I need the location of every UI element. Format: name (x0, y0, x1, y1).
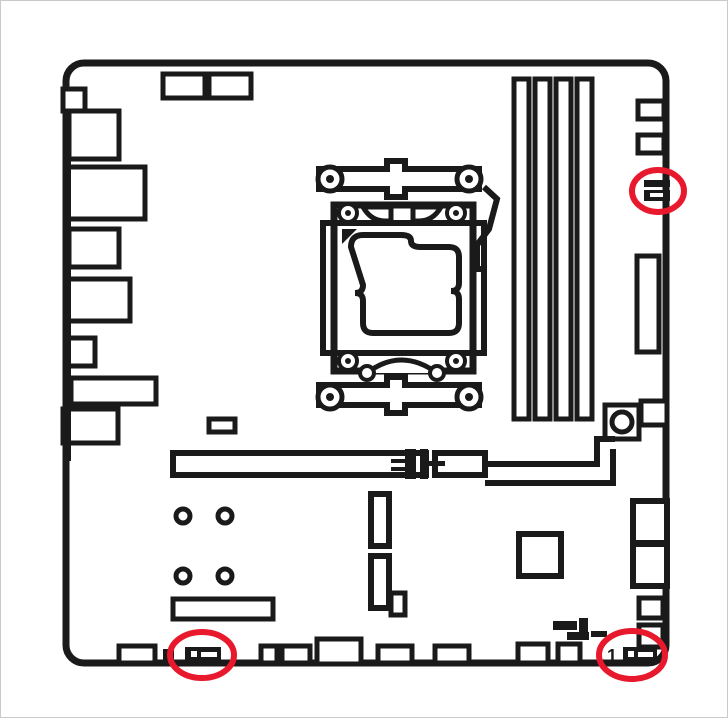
front-panel-header-group (116, 636, 583, 667)
rear-io-port-audio-stack[interactable] (60, 406, 121, 446)
socket-orientation-arrow (342, 229, 357, 244)
rear-io-port-small[interactable] (64, 335, 98, 369)
dimm-slot-1[interactable] (511, 76, 532, 422)
fan-header-group-top (635, 98, 667, 156)
fan-header-right-lower[interactable] (638, 398, 670, 428)
load-plate-pivot-br (445, 350, 467, 372)
highlight-group (167, 167, 687, 682)
socket-screw-top-right (454, 164, 484, 194)
front-panel-header-8[interactable] (515, 641, 551, 666)
cpu-power-connector-8pin-b[interactable] (206, 71, 254, 101)
socket-screw-top-left (315, 164, 345, 194)
front-panel-header-4[interactable] (279, 643, 313, 666)
battery-holder (602, 402, 642, 442)
cpu-socket-assembly (315, 158, 501, 416)
load-plate-pivot-left (337, 202, 359, 224)
rear-io-port-display-stack[interactable] (62, 164, 148, 222)
rear-io-port-usb-stack-1[interactable] (66, 108, 122, 162)
internal-header-bottom-left[interactable] (185, 647, 221, 662)
front-panel-header-3[interactable] (258, 643, 280, 666)
sata-port-group (630, 498, 670, 589)
usb-front-header-block[interactable] (170, 596, 276, 622)
dimm-slot-2[interactable] (532, 76, 553, 422)
rear-io-port-ps2-or-flash[interactable] (60, 86, 88, 114)
internal-header-bottom-right[interactable] (623, 647, 657, 662)
pcie-x16-slot-primary[interactable] (170, 449, 488, 479)
cpu-die-area (347, 232, 462, 336)
sata-port-block-lower[interactable] (630, 541, 670, 589)
dimm-slot-4[interactable] (574, 76, 595, 422)
socket-screw-bottom-right (454, 382, 484, 412)
socket-cam-tab-bottom (358, 357, 446, 382)
m2-standoff-hole-4 (215, 566, 235, 586)
load-plate-pivot-bl (337, 350, 359, 372)
dimm-slot-3[interactable] (553, 76, 574, 422)
pcie-trace-right (485, 436, 616, 486)
rear-io-port-usb-stack-3[interactable] (62, 276, 133, 324)
socket-cam-tabs-top (358, 204, 446, 224)
m2-slot-lower[interactable] (368, 553, 392, 611)
chipset-heatsink (516, 531, 564, 579)
fan-header-top-right-2[interactable] (635, 132, 667, 156)
front-panel-header-6[interactable] (375, 643, 415, 666)
front-panel-header-9[interactable] (555, 641, 583, 666)
highlight-header-bottom-left (167, 629, 237, 681)
m2-standoff-hole-1 (173, 506, 193, 526)
cpu-power-connector-group (160, 71, 254, 101)
front-panel-header-5[interactable] (314, 636, 364, 667)
dimm-slot-group (511, 76, 595, 422)
m2-standoff-group (173, 506, 235, 586)
load-plate-pivot-right (445, 202, 467, 224)
atx-24pin-power-connector[interactable] (634, 253, 662, 355)
highlight-usb-header-right-edge (629, 167, 687, 215)
internal-header-right-edge[interactable] (644, 180, 670, 201)
m2-standoff-hole-3 (173, 566, 193, 586)
m2-standoff-hole-2 (215, 506, 235, 526)
misc-component-group (170, 416, 408, 622)
socket-retention-lever (470, 184, 501, 272)
m2-slot-upper[interactable] (368, 491, 392, 549)
component-pad-top-center (206, 416, 238, 435)
sata-port-block-upper[interactable] (630, 498, 670, 546)
rear-io-port-usb-stack-2[interactable] (66, 226, 122, 270)
cpu-power-connector-8pin-a[interactable] (160, 71, 208, 101)
front-panel-header-1[interactable] (116, 643, 158, 666)
rear-io-rail (65, 109, 71, 461)
pin-one-label: 1 (607, 646, 617, 666)
sata-port-small-1[interactable] (636, 595, 666, 621)
component-pad-bottom-center (388, 590, 408, 618)
pin-one-marker: 1 (607, 646, 617, 666)
highlight-header-bottom-right (596, 628, 668, 682)
fan-header-top-right-1[interactable] (635, 98, 667, 122)
socket-screw-bottom-left (315, 382, 345, 412)
m2-slot-group (368, 491, 392, 611)
jumper-block-bottom-right[interactable] (553, 618, 607, 640)
front-panel-header-7[interactable] (432, 643, 472, 666)
rear-io-port-lan[interactable] (68, 375, 159, 407)
